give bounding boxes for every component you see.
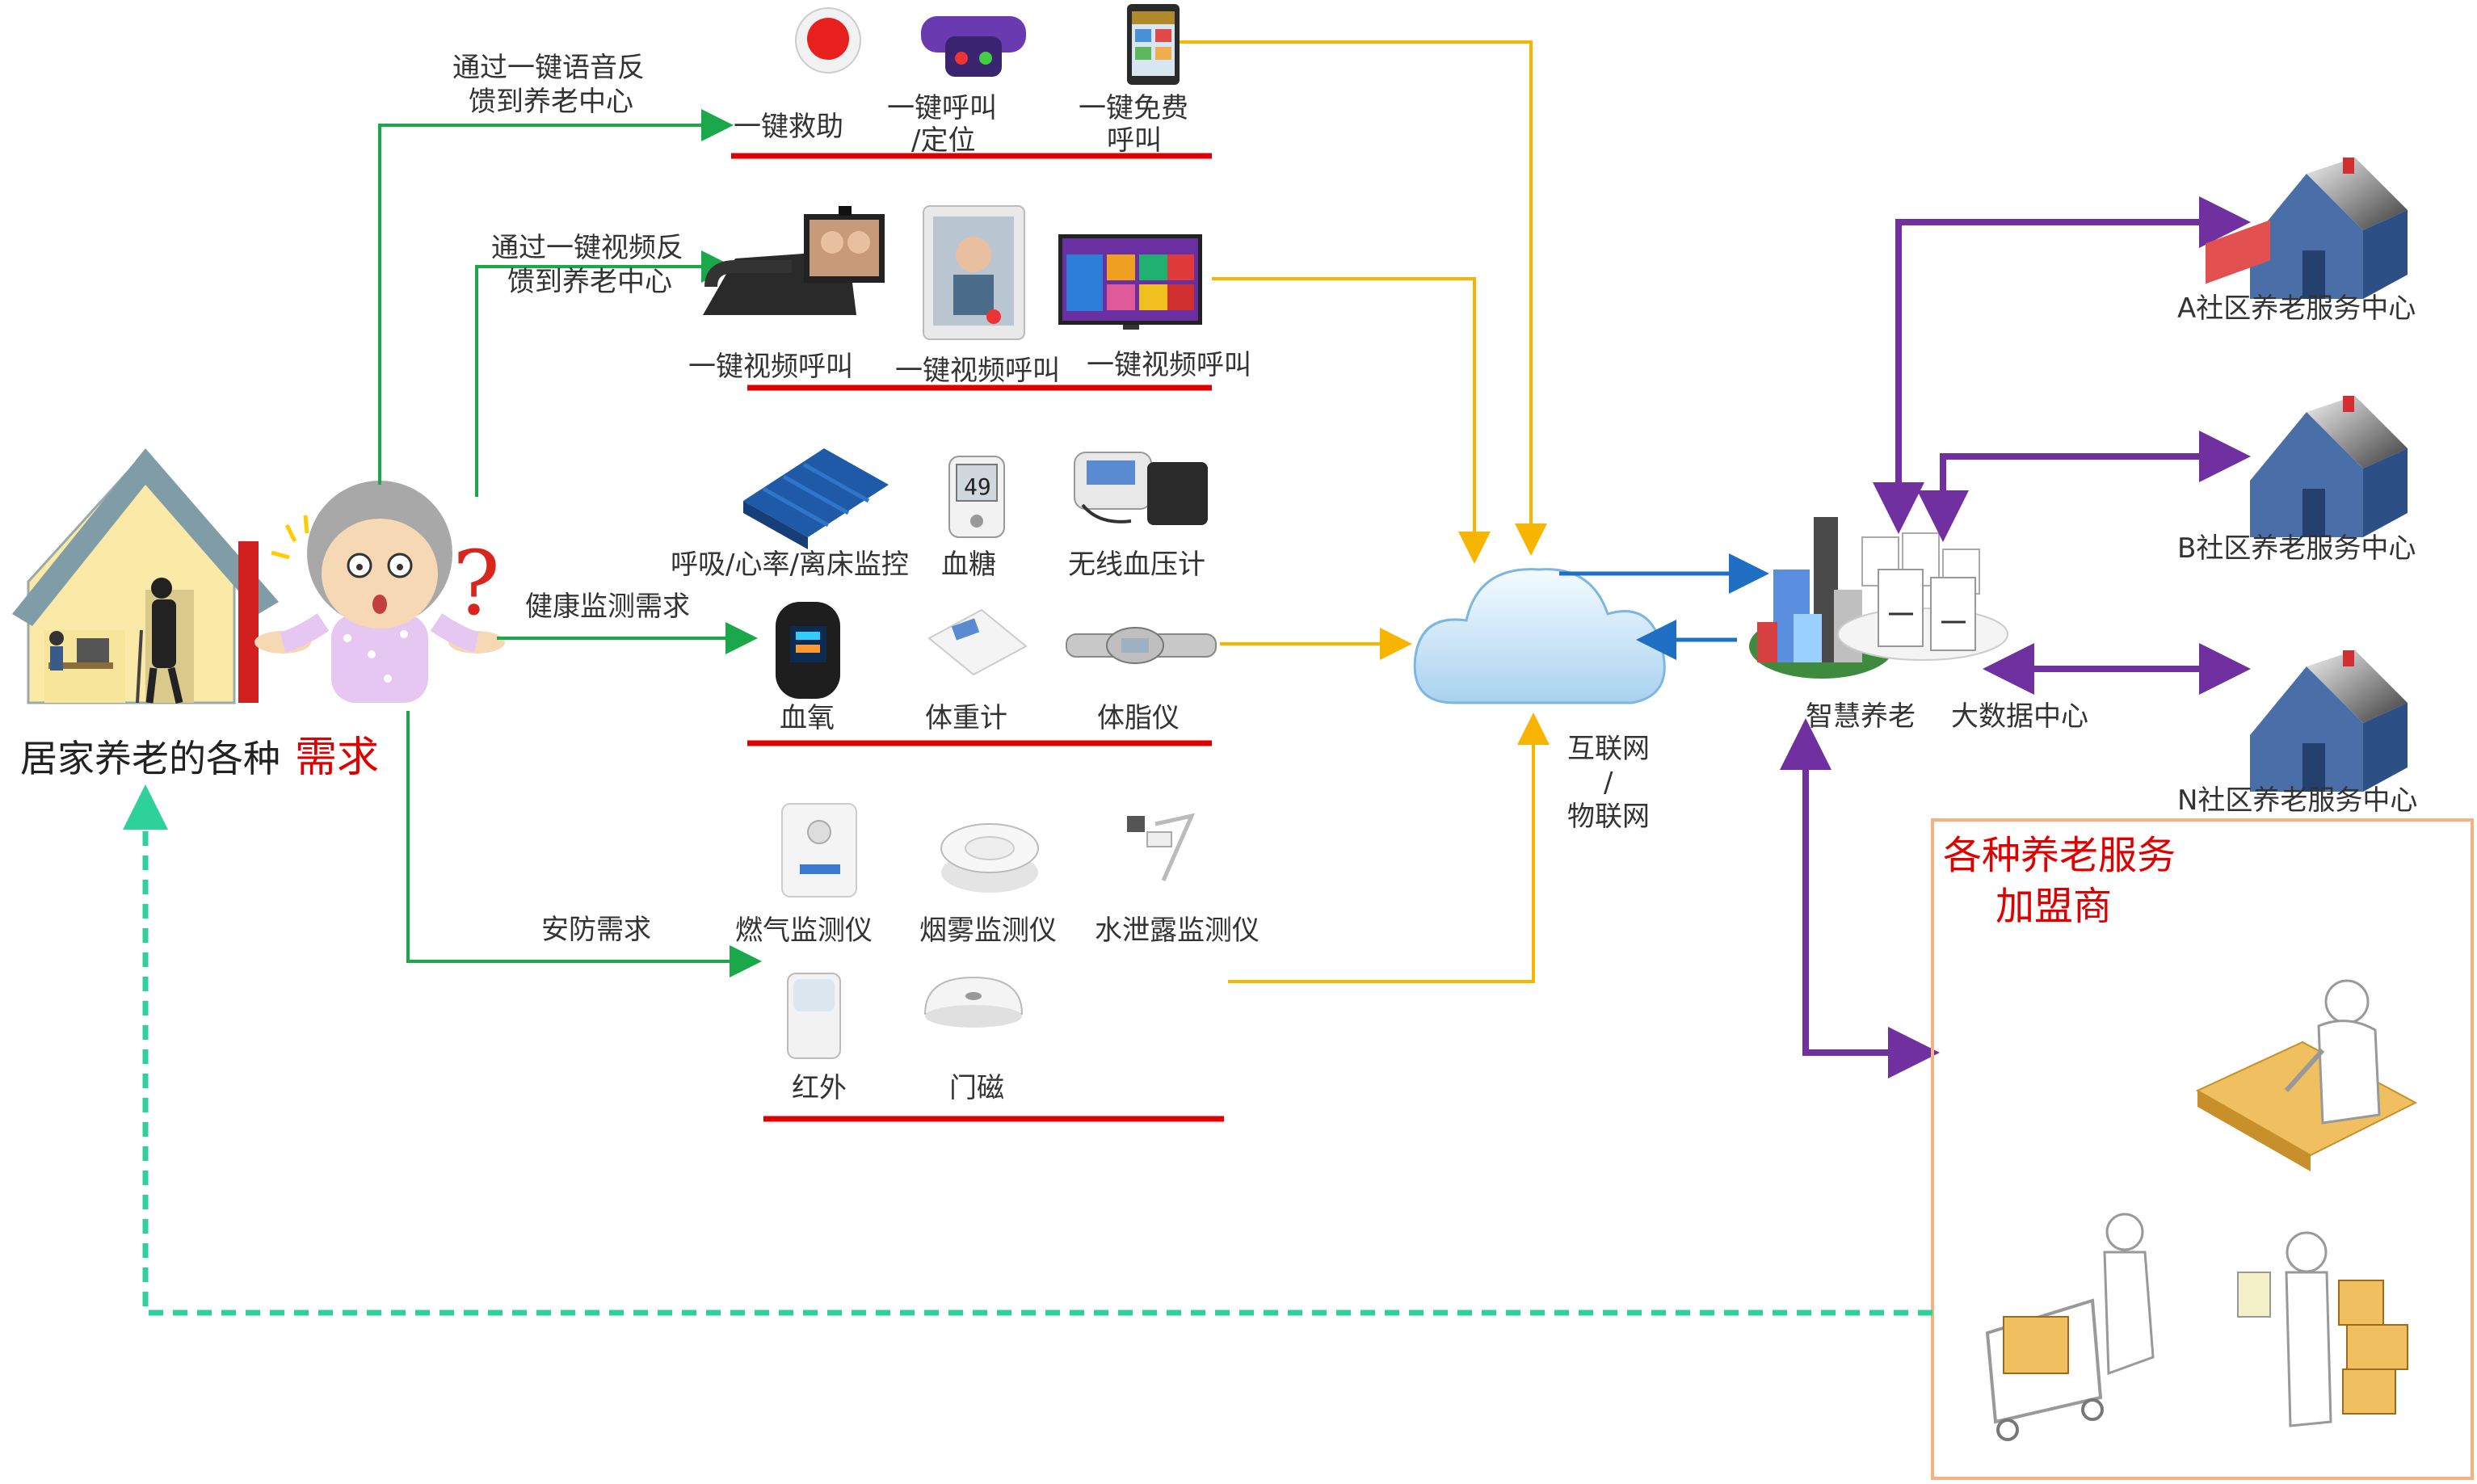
- device-body-fat-label: 体脂仪: [1097, 702, 1180, 734]
- voice-branch-label-line2: 馈到养老中心: [469, 86, 633, 118]
- video-branch-label-line2: 馈到养老中心: [507, 266, 672, 298]
- infrared-sensor-icon: [787, 973, 841, 1059]
- device-sleep-monitor-label: 呼吸/心率/离床监控: [671, 549, 909, 581]
- office-worker-icon: [2195, 220, 2418, 1171]
- community-n-house-icon: [2250, 650, 2408, 792]
- grandma-figure-icon: ?: [254, 481, 505, 703]
- device-sos-label: 一键救助: [734, 111, 843, 143]
- cloud-center-links: [1559, 553, 1769, 660]
- pulse-oximeter-icon: [776, 602, 840, 699]
- device-free-call-label-line2: 呼叫: [1107, 124, 1162, 157]
- water-leak-detector-icon: [1127, 813, 1196, 882]
- device-video-smartphone-label: 一键视频呼叫: [895, 355, 1060, 387]
- device-video-phone-label: 一键视频呼叫: [688, 351, 853, 383]
- network-label-line2: /: [1604, 767, 1613, 799]
- device-scale-label: 体重计: [925, 702, 1007, 734]
- community-b-label: B社区养老服务中心: [2177, 532, 2416, 565]
- delivery-cart-icon: [1985, 1213, 2155, 1441]
- device-call-locate-label-line2: /定位: [911, 124, 975, 157]
- smart-wristband-icon: [921, 16, 1026, 77]
- sleep-monitor-pad-icon: [743, 448, 889, 549]
- device-gas-label: 燃气监测仪: [735, 914, 873, 947]
- smart-tv-icon: [1058, 234, 1202, 330]
- network-label-line1: 互联网: [1567, 733, 1650, 765]
- service-feedback-loop: [123, 784, 1932, 1316]
- video-smartphone-icon: [923, 205, 1025, 340]
- device-video-tv-label: 一键视频呼叫: [1087, 349, 1251, 381]
- device-infrared-label: 红外: [792, 1072, 847, 1104]
- home-caption-highlight: 需求: [295, 734, 379, 782]
- partner-box: [1931, 818, 2474, 1480]
- center-smart-label: 智慧养老: [1806, 700, 1916, 733]
- body-fat-analyzer-icon: [1066, 627, 1217, 664]
- data-center-servers-icon: [1837, 532, 2008, 661]
- question-mark-icon: ?: [452, 532, 500, 635]
- cloud-internet-icon: [1413, 568, 1666, 704]
- video-branch-label-line1: 通过一键视频反: [491, 232, 683, 264]
- data-upload-lines: [1180, 40, 1550, 983]
- courier-boxes-icon: [2237, 1231, 2408, 1427]
- community-links: [1780, 196, 2251, 1078]
- sos-button-icon: [795, 7, 861, 74]
- gas-detector-icon: [781, 803, 857, 898]
- device-glucose-label: 血糖: [941, 549, 996, 581]
- computer-icon: [77, 638, 109, 662]
- device-water-leak-label: 水泄露监测仪: [1095, 914, 1260, 947]
- community-a-house-icon: [2250, 158, 2408, 299]
- video-phone-icon: [703, 206, 885, 315]
- partner-title-line2: 加盟商: [1995, 884, 2112, 929]
- health-branch-label: 健康监测需求: [525, 591, 690, 623]
- demand-branches: [378, 109, 762, 977]
- smoke-detector-icon: [940, 823, 1039, 893]
- device-door-sensor-label: 门磁: [949, 1072, 1004, 1104]
- glucose-meter-icon: 49: [948, 456, 1005, 538]
- blood-pressure-monitor-icon: [1074, 452, 1208, 525]
- partner-title-line1: 各种养老服务: [1943, 833, 2176, 878]
- home-illustration: [12, 448, 279, 704]
- door-sensor-icon: [923, 976, 1024, 1028]
- home-chimney: [238, 541, 259, 703]
- device-smoke-label: 烟雾监测仪: [919, 914, 1057, 947]
- home-caption: 居家养老的各种: [20, 737, 280, 780]
- voice-branch-label-line1: 通过一键语音反: [452, 52, 645, 84]
- center-bigdata-label: 大数据中心: [1951, 700, 2088, 733]
- mobile-phone-icon: [1127, 4, 1180, 85]
- community-n-label: N社区养老服务中心: [2177, 784, 2417, 817]
- device-free-call-label-line1: 一键免费: [1079, 92, 1188, 124]
- elder-silhouette-icon: [151, 578, 172, 599]
- device-call-locate-label-line1: 一键呼叫: [887, 92, 997, 124]
- security-branch-label: 安防需求: [541, 914, 651, 946]
- glucose-display: 49: [964, 473, 991, 500]
- device-oximeter-label: 血氧: [780, 702, 835, 734]
- weight-scale-icon: [927, 608, 1028, 676]
- device-blood-pressure-label: 无线血压计: [1068, 549, 1205, 581]
- community-b-house-icon: [2250, 396, 2408, 537]
- network-label-line3: 物联网: [1567, 801, 1650, 833]
- community-a-label: A社区养老服务中心: [2177, 292, 2416, 325]
